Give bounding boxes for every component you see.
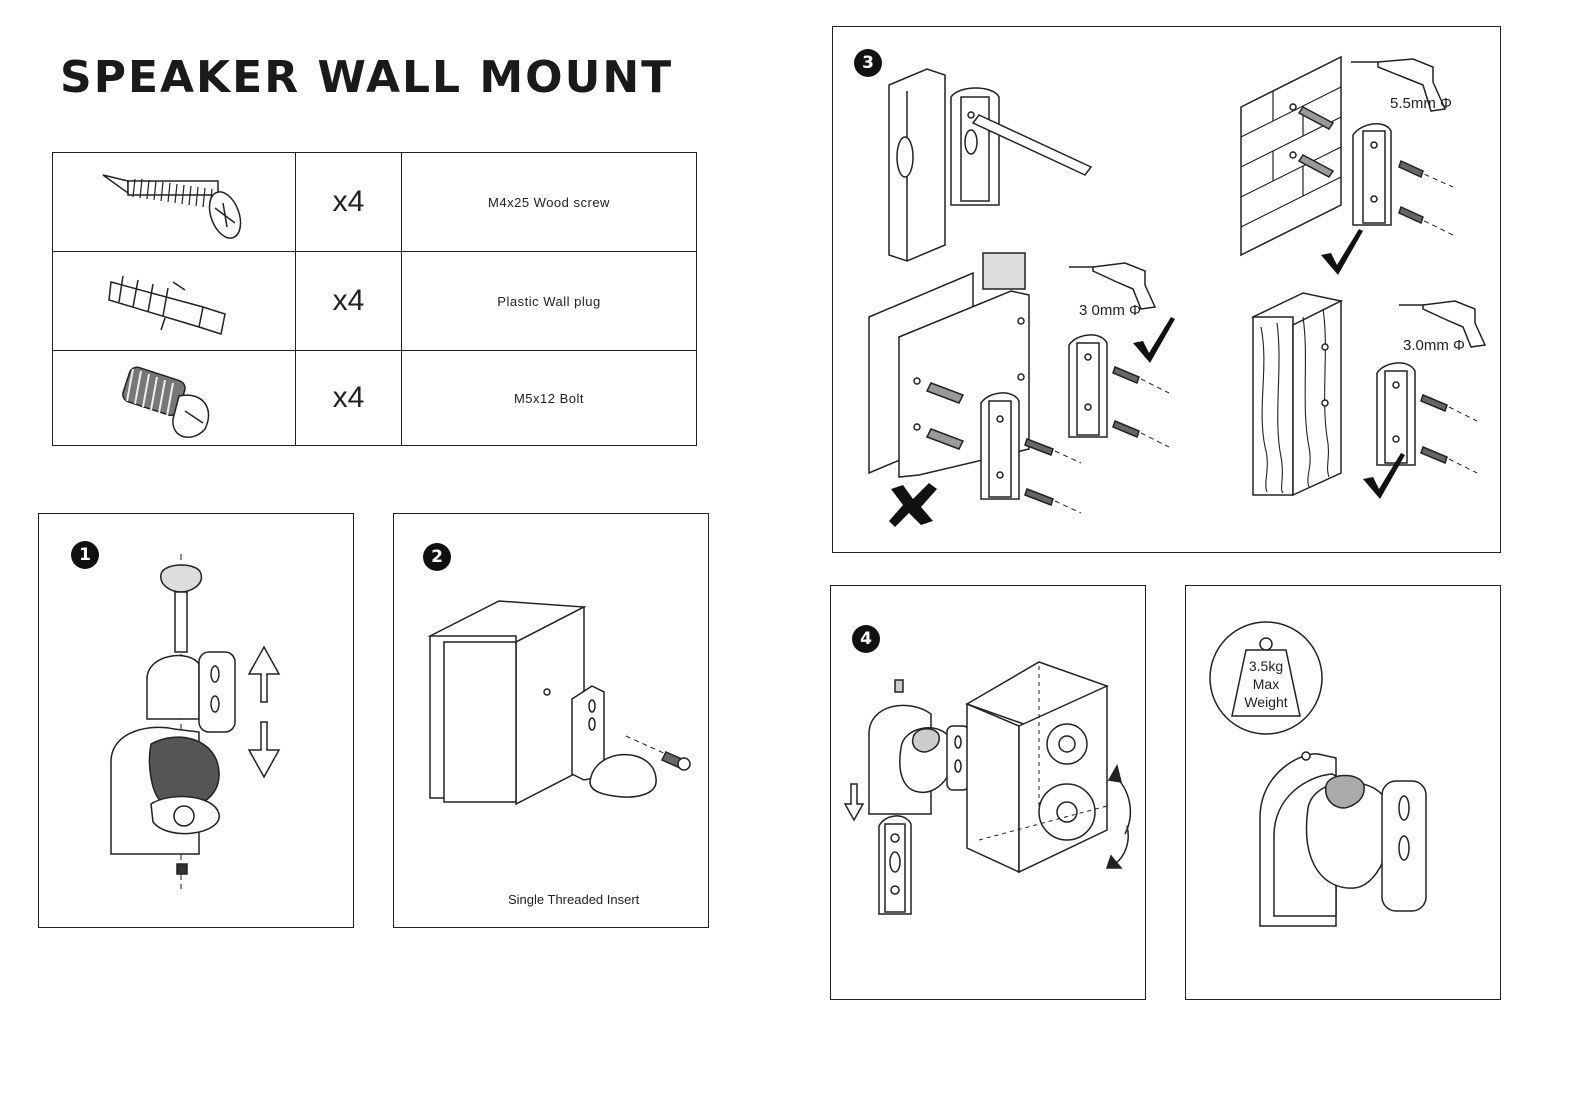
parts-description: M5x12 Bolt — [513, 390, 585, 406]
checkmark-icon — [1133, 317, 1175, 363]
max-weight-panel: 3.5kg Max Weight — [1185, 585, 1501, 1000]
step-4-panel: 4 — [830, 585, 1146, 1000]
max-weight-word-max: Max — [1252, 676, 1280, 692]
wall-plug-icon — [108, 275, 226, 335]
parts-description: Plastic Wall plug — [497, 293, 601, 309]
step-2-badge: 2 — [423, 543, 451, 571]
parts-quantity: x4 — [296, 252, 402, 350]
step-2-panel: 2 Single Threaded Insert — [393, 513, 709, 928]
parts-quantity: x4 — [296, 153, 402, 251]
step-3-installation-illustration — [868, 55, 1487, 527]
step-1-panel: 1 — [38, 513, 354, 928]
step-4-badge: 4 — [852, 625, 880, 653]
step-4-mounting-illustration — [843, 661, 1132, 915]
checkmark-icon — [1321, 229, 1363, 275]
max-weight-word-weight: Weight — [1244, 694, 1288, 710]
step-1-badge: 1 — [71, 541, 99, 569]
parts-table: x4 M4x25 Wood screw x4 Plastic Wall plug — [52, 152, 697, 446]
parts-image-cell — [53, 153, 296, 251]
step-3-badge: 3 — [854, 49, 882, 77]
max-weight-value: 3.5kg — [1248, 658, 1284, 674]
drill-size-brick: 5.5mm Φ — [1390, 95, 1452, 112]
parts-description: M4x25 Wood screw — [488, 194, 610, 210]
bolt-icon — [122, 366, 210, 439]
max-weight-label: 3.5kg Max Weight — [1231, 657, 1301, 711]
cross-icon — [889, 483, 937, 527]
step-1-assembly-illustration — [110, 554, 281, 889]
checkmark-icon — [1363, 453, 1405, 499]
parts-row-wood-screw: x4 M4x25 Wood screw — [53, 153, 696, 252]
step-2-caption: Single Threaded Insert — [508, 892, 640, 907]
step-3-panel: 3 — [832, 26, 1501, 553]
parts-row-wall-plug: x4 Plastic Wall plug — [53, 252, 696, 351]
page-title: SPEAKER WALL MOUNT — [60, 52, 674, 103]
parts-image-cell — [53, 351, 296, 445]
drill-size-board: 3 0mm Φ — [1079, 302, 1141, 319]
parts-row-bolt: x4 M5x12 Bolt — [53, 351, 696, 445]
step-2-speaker-illustration — [427, 600, 691, 806]
parts-image-cell — [53, 252, 296, 350]
wood-screw-icon — [102, 174, 242, 239]
mounted-speaker-bracket-illustration — [1209, 621, 1427, 927]
drill-size-wood: 3.0mm Φ — [1403, 337, 1465, 354]
parts-quantity: x4 — [296, 351, 402, 445]
